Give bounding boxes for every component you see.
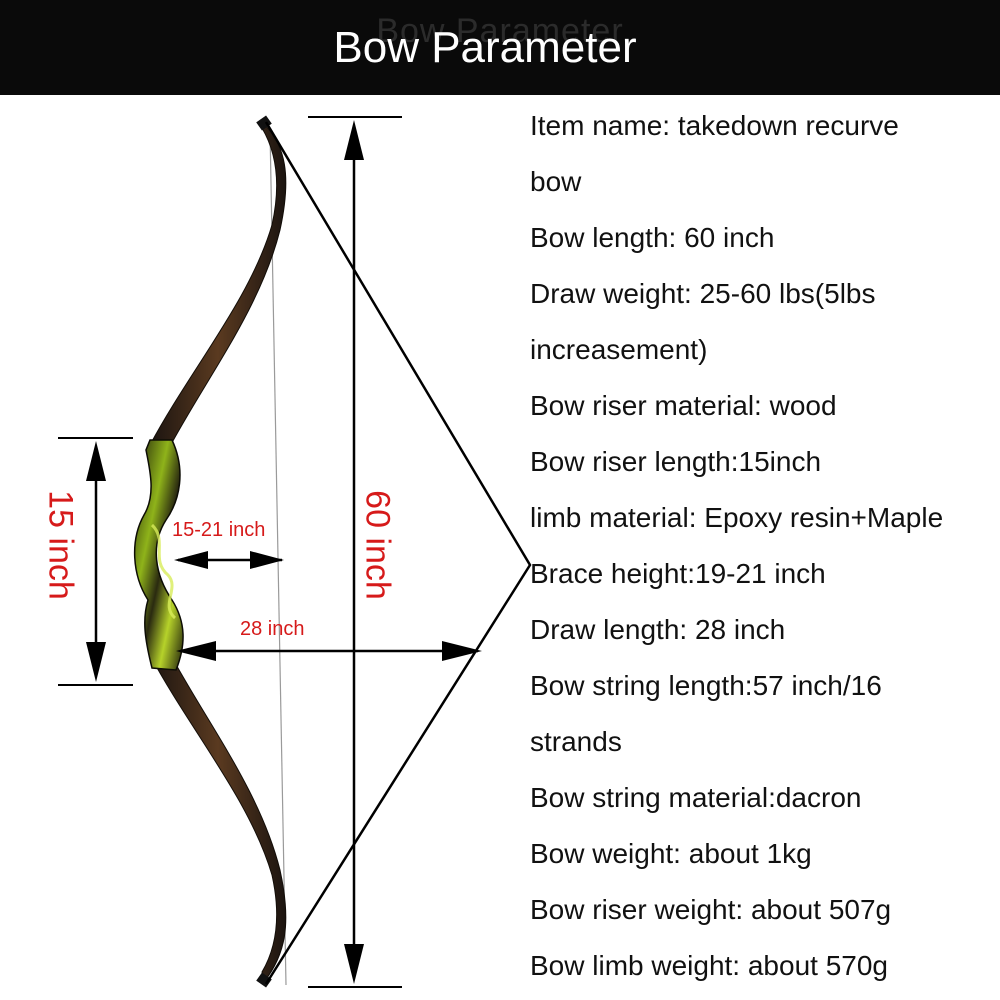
lower-tip	[256, 972, 272, 988]
spec-line: increasement)	[530, 334, 708, 365]
header-banner: Bow Parameter Bow Parameter	[0, 0, 1000, 95]
spec-line: Bow weight: about 1kg	[530, 838, 812, 869]
brace-height-arrowhead-right	[250, 551, 284, 569]
spec-line: Bow riser length:15inch	[530, 446, 822, 477]
bow-length-arrowhead-down	[344, 944, 364, 984]
draw-length-arrowhead-right	[442, 641, 482, 661]
riser-length-arrowhead-down	[86, 642, 106, 682]
spec-line: Bow string length:57 inch/16	[530, 670, 882, 701]
upper-tip	[256, 115, 272, 131]
header-ghost-title: Bow Parameter	[376, 12, 624, 50]
brace-height-label: 15-21 inch	[172, 519, 266, 541]
spec-line: strands	[530, 726, 622, 757]
upper-limb	[149, 123, 287, 451]
spec-line: Bow riser material: wood	[530, 390, 837, 421]
spec-line: Item name: takedown recurve	[530, 110, 899, 141]
bow-string	[269, 129, 287, 986]
bow-diagram	[58, 115, 532, 988]
spec-line: Brace height:19-21 inch	[530, 558, 826, 589]
lower-limb	[149, 649, 287, 984]
spec-line: Bow riser weight: about 507g	[530, 894, 892, 925]
brace-height-arrowhead-left	[174, 551, 208, 569]
page-title: Bow Parameter	[333, 23, 637, 72]
spec-line: Draw weight: 25-60 lbs(5lbs	[530, 278, 876, 309]
spec-line: Draw length: 28 inch	[530, 614, 786, 645]
spec-line: Bow length: 60 inch	[530, 222, 775, 253]
spec-list: Item name: takedown recurve bow Bow leng…	[530, 98, 1000, 994]
drawn-string	[264, 121, 532, 985]
riser-length-arrowhead-up	[86, 441, 106, 481]
spec-line: limb material: Epoxy resin+Maple	[530, 502, 944, 533]
draw-length-arrowhead-left	[176, 641, 216, 661]
spec-line: Bow limb weight: about 570g	[530, 950, 888, 981]
bow-length-arrowhead-up	[344, 120, 364, 160]
spec-line: Bow string material:dacron	[530, 782, 862, 813]
riser-length-label: 15 inch	[41, 490, 80, 600]
spec-line: bow	[530, 166, 582, 197]
bow-length-label: 60 inch	[358, 490, 397, 600]
draw-length-label: 28 inch	[240, 618, 305, 640]
riser-grip-swirl	[150, 523, 177, 620]
